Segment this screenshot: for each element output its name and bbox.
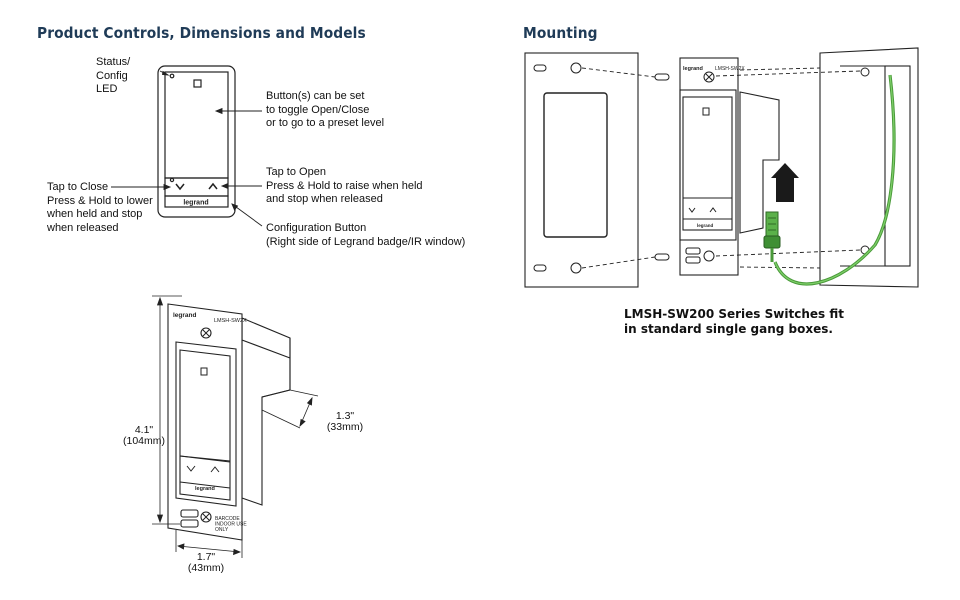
wallplate-opening [543,92,608,238]
mount-model-text: LMSH-SW2X [715,66,745,72]
depth-dimension: 1.3" (33mm) [326,410,364,433]
mount-badge-text: legrand [697,223,714,228]
insert-arrow-icon [771,163,799,202]
buttons-callout: Button(s) can be set to toggle Open/Clos… [266,90,385,129]
wire-nut-icon [763,211,781,262]
iso-badge-text: legrand [195,486,215,492]
preset-indicator-icon [193,79,202,88]
mounting-heading: Mounting [523,24,598,42]
status-led-callout: Status/ Config LED [96,56,131,95]
mounting-housing [739,91,780,234]
iso-switch-face [179,349,231,501]
chevron-up-icon [208,182,218,190]
secondary-led-icon [169,177,175,183]
controls-heading: Product Controls, Dimensions and Models [37,24,366,42]
mounting-switch-face [682,96,733,231]
iso-brand-text: legrand [173,312,197,319]
switch-body-outline [157,65,236,218]
tap-open-callout: Tap to Open Press & Hold to raise when h… [266,166,423,205]
mount-brand-text: legrand [683,66,703,72]
iso-model-text: LMSH-SW2X [214,318,247,324]
mounting-caption: LMSH-SW200 Series Switches fit in standa… [624,307,844,336]
front-brand-text: legrand [183,200,208,207]
legrand-badge [164,195,229,208]
status-led-icon [169,73,175,79]
tap-close-callout: Tap to Close Press & Hold to lower when … [47,181,153,234]
config-button-callout: Configuration Button (Right side of Legr… [266,222,466,248]
height-dimension: 4.1" (104mm) [122,424,165,447]
chevron-down-icon [175,183,185,191]
width-dimension: 1.7" (43mm) [187,551,225,574]
